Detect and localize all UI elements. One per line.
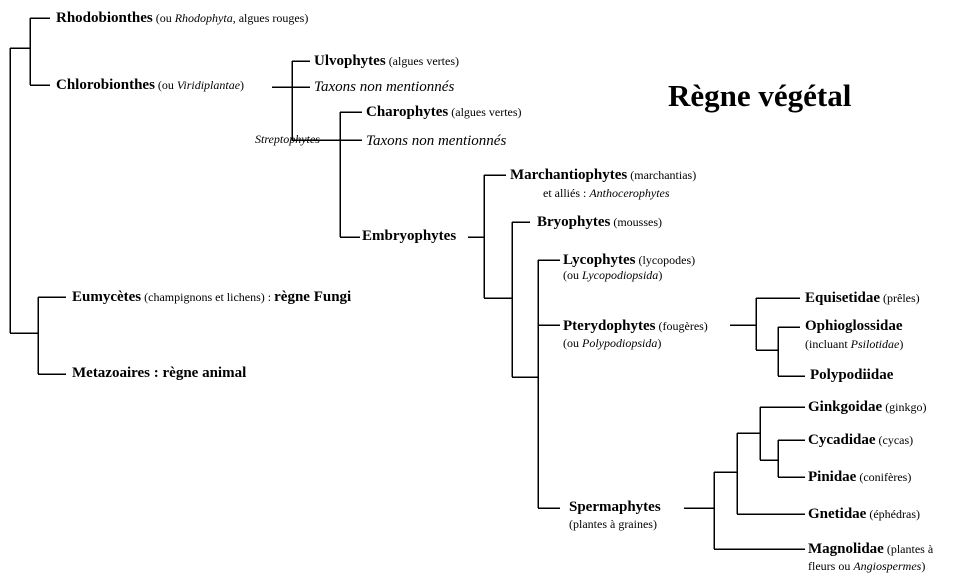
node-ulvophytes: Ulvophytes (algues vertes) [314, 53, 459, 69]
node-equisetidae: Equisetidae (prêles) [805, 290, 920, 306]
node-polypodiidae: Polypodiidae [810, 367, 894, 383]
node-rhodobionthes: Rhodobionthes (ou Rhodophyta, algues rou… [56, 10, 309, 26]
branch-cycad-pini [777, 439, 805, 478]
node-metazoaires: Metazoaires : règne animal [72, 365, 247, 381]
node-ginkgoidae: Ginkgoidae (ginkgo) [808, 399, 927, 415]
branch-ginkgo-split [759, 406, 805, 461]
node-charophytes: Charophytes (algues vertes) [366, 104, 522, 120]
branch-root [9, 47, 38, 334]
node-pinidae: Pinidae (conifères) [808, 469, 912, 485]
node-ophioglossidae-line2: (incluant Psilotidae) [805, 337, 904, 351]
branch-sperm-split [713, 471, 805, 550]
node-ophioglossidae: Ophioglossidae [805, 318, 903, 334]
node-spermaphytes: Spermaphytes [569, 499, 661, 515]
node-chlorobionthes: Chlorobionthes (ou Viridiplantae) [56, 77, 245, 93]
node-name: Chlorobionthes [56, 77, 155, 93]
node-marchantiophytes: Marchantiophytes (marchantias) [510, 167, 697, 183]
branch-charo-embryo [339, 111, 362, 238]
diagram-title: Règne végétal [668, 78, 852, 113]
node-spermaphytes-line2: (plantes à graines) [569, 517, 657, 531]
node-pterydophytes-line2: (ou Polypodiopsida) [563, 336, 662, 350]
branch-equi-split [755, 297, 800, 351]
branch-gymno-split [736, 432, 805, 515]
branch-bryo-tracheo [511, 221, 538, 378]
node-magnolidae: Magnolidae (plantes à [808, 541, 934, 557]
branch-ulvo-strepto [291, 60, 310, 130]
node-taxons-non-mentionnes-2: Taxons non mentionnés [366, 133, 507, 149]
node-lycophytes-line2: (ou Lycopodiopsida) [563, 268, 663, 282]
node-embryophytes: Embryophytes [362, 228, 457, 244]
node-cycadidae: Cycadidae (cycas) [808, 432, 914, 448]
branch-vascular [537, 259, 560, 509]
branch-streptophytes [291, 130, 340, 141]
node-eumycetes: Eumycètes (champignons et lichens) : règ… [72, 289, 352, 305]
node-lycophytes: Lycophytes (lycopodes) [563, 252, 696, 268]
branch-ophio-polypo [777, 326, 805, 377]
node-magnolidae-line2: fleurs ou Angiospermes) [808, 559, 926, 573]
branch-marchantio [483, 174, 512, 299]
node-name: Rhodobionthes [56, 10, 153, 26]
branch-fungi-animals [37, 296, 66, 375]
node-marchantiophytes-line2: et alliés : Anthocerophytes [543, 186, 670, 200]
node-gnetidae: Gnetidae (éphédras) [808, 506, 920, 522]
node-pterydophytes: Pterydophytes (fougères) [563, 318, 708, 334]
branch-rhodo-chloro [29, 17, 50, 86]
node-taxons-non-mentionnes-1: Taxons non mentionnés [314, 79, 455, 95]
node-streptophytes: Streptophytes [255, 132, 320, 146]
node-bryophytes: Bryophytes (mousses) [537, 214, 663, 230]
